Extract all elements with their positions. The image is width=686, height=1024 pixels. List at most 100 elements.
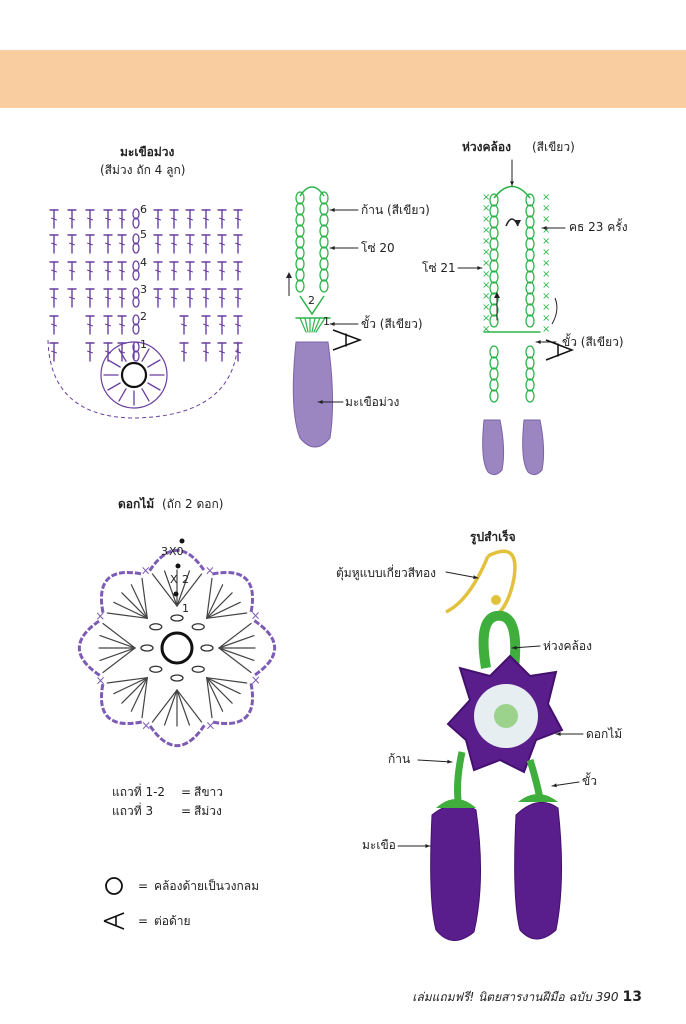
sc-symbol: × [482,203,490,214]
stitch-t [51,350,57,354]
stitch-t [87,242,93,246]
chain-stitch [132,287,140,299]
direction-line [551,297,558,325]
ring-stitch [107,359,121,368]
stalk-label: ขั้ว (สีเขียว) [361,317,423,331]
chain-stitch [149,623,163,631]
chain-stitch [525,193,535,207]
stitch-t [219,217,225,221]
hook-label: ตุ้มหูแบบเกี่ยวสีทอง [336,566,437,580]
chain-stitch [319,279,329,293]
petal-edge [148,724,206,748]
sc-symbol: × [542,269,550,280]
chain-stitch [132,350,140,362]
stitch-t [235,217,241,221]
flower-row-1: 1 [182,602,189,615]
sc-symbol: × [482,225,490,236]
flower-row-2: 2 [182,573,189,586]
chain-stitch [525,367,535,381]
chain-bottom [299,295,325,316]
chain-top [299,186,325,197]
petal-stitch [130,584,148,619]
petal-edge [77,619,101,677]
stitch-t [155,296,161,300]
sc-symbol: × [482,258,490,269]
flower-subtitle: (ถัก 2 ดอก) [162,497,224,511]
chain-stitch [132,242,140,254]
sc-symbol: × [482,269,490,280]
finished-loop [478,610,521,669]
petal-stitch [176,573,203,607]
petal-stitch [141,577,148,619]
chain-stitch [489,367,499,381]
chain-stitch [132,217,140,229]
finished-cap [518,794,558,802]
sc-symbol: × [95,673,105,687]
direction-arrow [494,292,500,298]
petal-stitch [206,612,248,619]
stitch-t [187,242,193,246]
stalk-stitch [315,317,326,333]
petal-stitch [206,677,233,704]
chain-stitch [191,623,205,631]
sc-symbol: × [95,609,105,623]
legend-join-icon [103,912,125,930]
leader-finished-loop [511,645,541,649]
chain-stitch [295,246,305,260]
finished-flower-label: ดอกไม้ [586,727,623,741]
stitch-t [203,296,209,300]
turn-arrow-head [515,220,521,226]
sc-symbol: × [251,673,261,687]
row-number-2: 2 [140,310,147,323]
stitch-t [203,242,209,246]
stitch-t [105,217,111,221]
loop-stalk-label: ขั้ว (สีเขียว) [562,335,624,349]
sc-symbol: × [205,563,215,577]
chain-stitch [525,356,535,370]
finished-eggplant-label: มะเขือ [362,838,396,852]
chain-stitch [200,644,214,652]
start-dot [173,591,179,597]
sc-symbol: × [542,291,550,302]
petal-stitch [163,689,178,726]
sc-symbol: × [482,280,490,291]
stitch-t [219,269,225,273]
chain-stitch [489,193,499,207]
chain-stitch [525,281,535,295]
finished-cap [436,799,476,808]
legend-row-2-label: แถวที่ 3 [112,804,154,818]
stem-label: ก้าน (สีเขียว) [361,203,430,217]
legend-row-1-value: สีขาว [194,785,224,799]
petal-stitch [102,622,136,649]
stitch-t [51,323,57,327]
arrow-head [542,226,547,230]
symbol-legend-eq-2: = [138,914,149,928]
finished-stalk-label: ขั้ว [582,774,597,788]
petal-stitch [218,647,252,674]
chain-stitch [525,270,535,284]
ring-stitch [141,388,150,402]
arrow-head [330,246,335,250]
stitch-t [51,242,57,246]
chain-stitch [489,303,499,317]
chain-stitch [295,213,305,227]
stitch-t [119,269,125,273]
chain-stitch [170,674,184,682]
petal-stitch [130,677,148,712]
finished-title: รูปสำเร็จ [470,530,516,544]
petal-edge [100,571,142,613]
ring-stitch [118,388,127,402]
petal-stitch [163,570,178,607]
stitch-t [119,323,125,327]
stitch-t [51,269,57,273]
sc-symbol: × [482,313,490,324]
finished-stem-label: ก้าน [388,752,411,766]
petal-stitch [206,677,241,695]
stitch-t [187,296,193,300]
chain-stitch [489,259,499,273]
chain-stitch [489,281,499,295]
chain-stitch [149,665,163,673]
leader-finished-stem [417,759,453,763]
magic-ring-symbol [120,361,148,389]
chain-stitch [132,296,140,308]
